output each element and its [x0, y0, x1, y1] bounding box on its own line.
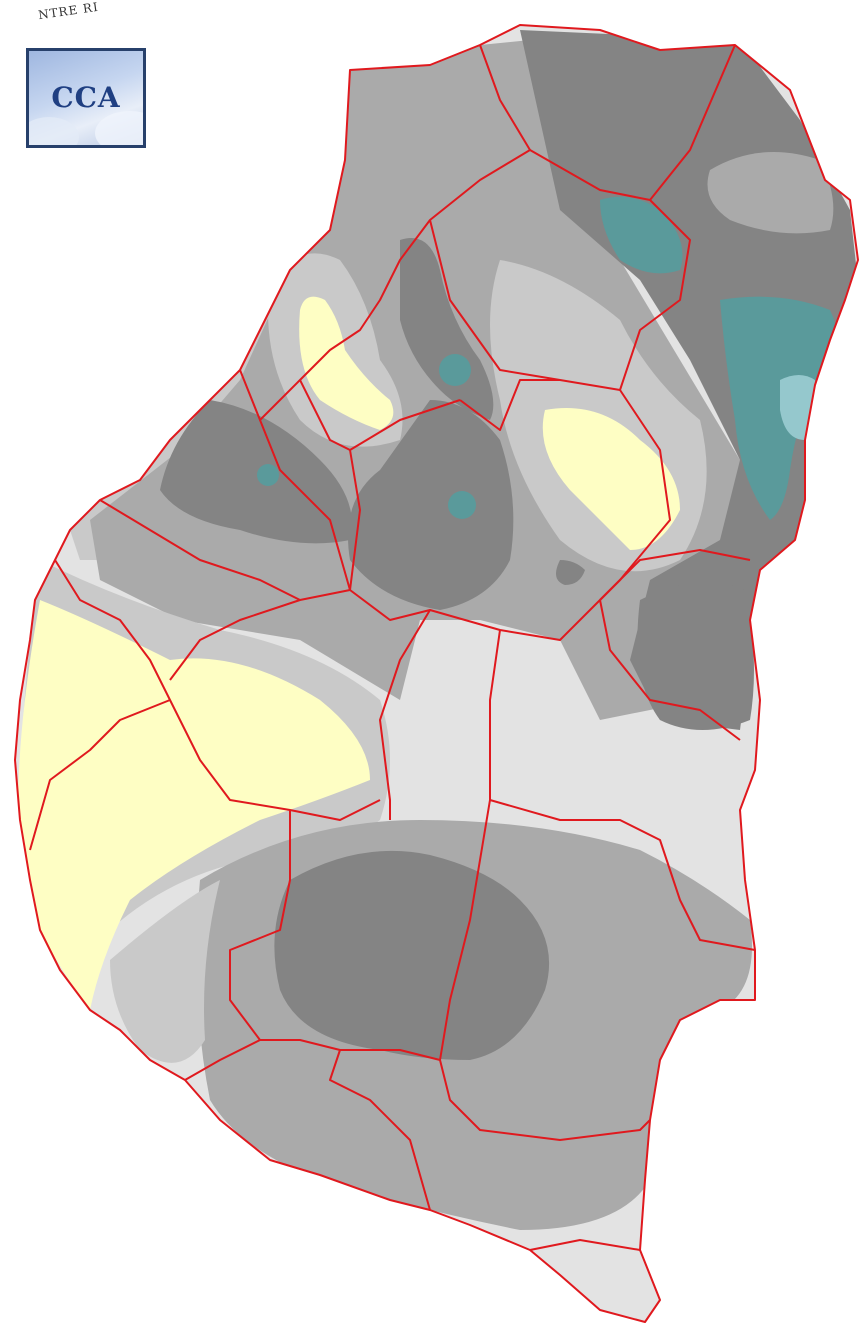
- zone-dark-gray: [160, 400, 352, 544]
- district-border: [459, 379, 560, 431]
- zone-light-gray: [110, 880, 220, 1063]
- district-border: [439, 629, 501, 1061]
- district-border: [379, 609, 431, 820]
- zone-yellow: [542, 408, 680, 550]
- district-border: [429, 219, 621, 391]
- district-border: [259, 419, 351, 591]
- district-border: [14, 24, 859, 1323]
- zone-teal: [439, 354, 471, 386]
- district-border: [439, 1059, 651, 1141]
- zone-medium-gray: [707, 152, 834, 234]
- zone-dark-gray: [274, 850, 550, 1060]
- zone-dark-gray: [556, 560, 585, 585]
- zone-yellow: [18, 600, 370, 1010]
- district-borders: [14, 24, 859, 1323]
- district-border: [54, 559, 381, 821]
- zone-teal: [257, 464, 279, 486]
- district-border: [99, 499, 351, 601]
- zone-teal: [448, 491, 476, 519]
- district-border: [489, 799, 756, 951]
- district-border: [229, 810, 441, 1061]
- district-border: [329, 1049, 431, 1211]
- logo-text: CCA: [51, 81, 121, 114]
- zone-teal: [600, 196, 683, 274]
- zone-dark-gray: [637, 582, 754, 730]
- district-border: [29, 699, 171, 851]
- cca-logo: CCA: [26, 48, 146, 148]
- district-border: [184, 1039, 261, 1081]
- zone-yellow: [299, 296, 394, 430]
- district-border: [169, 599, 301, 681]
- zone-dark-gray: [348, 400, 514, 610]
- district-border: [599, 599, 741, 741]
- zone-teal: [720, 296, 838, 520]
- district-border: [239, 44, 531, 421]
- district-border: [529, 1239, 641, 1251]
